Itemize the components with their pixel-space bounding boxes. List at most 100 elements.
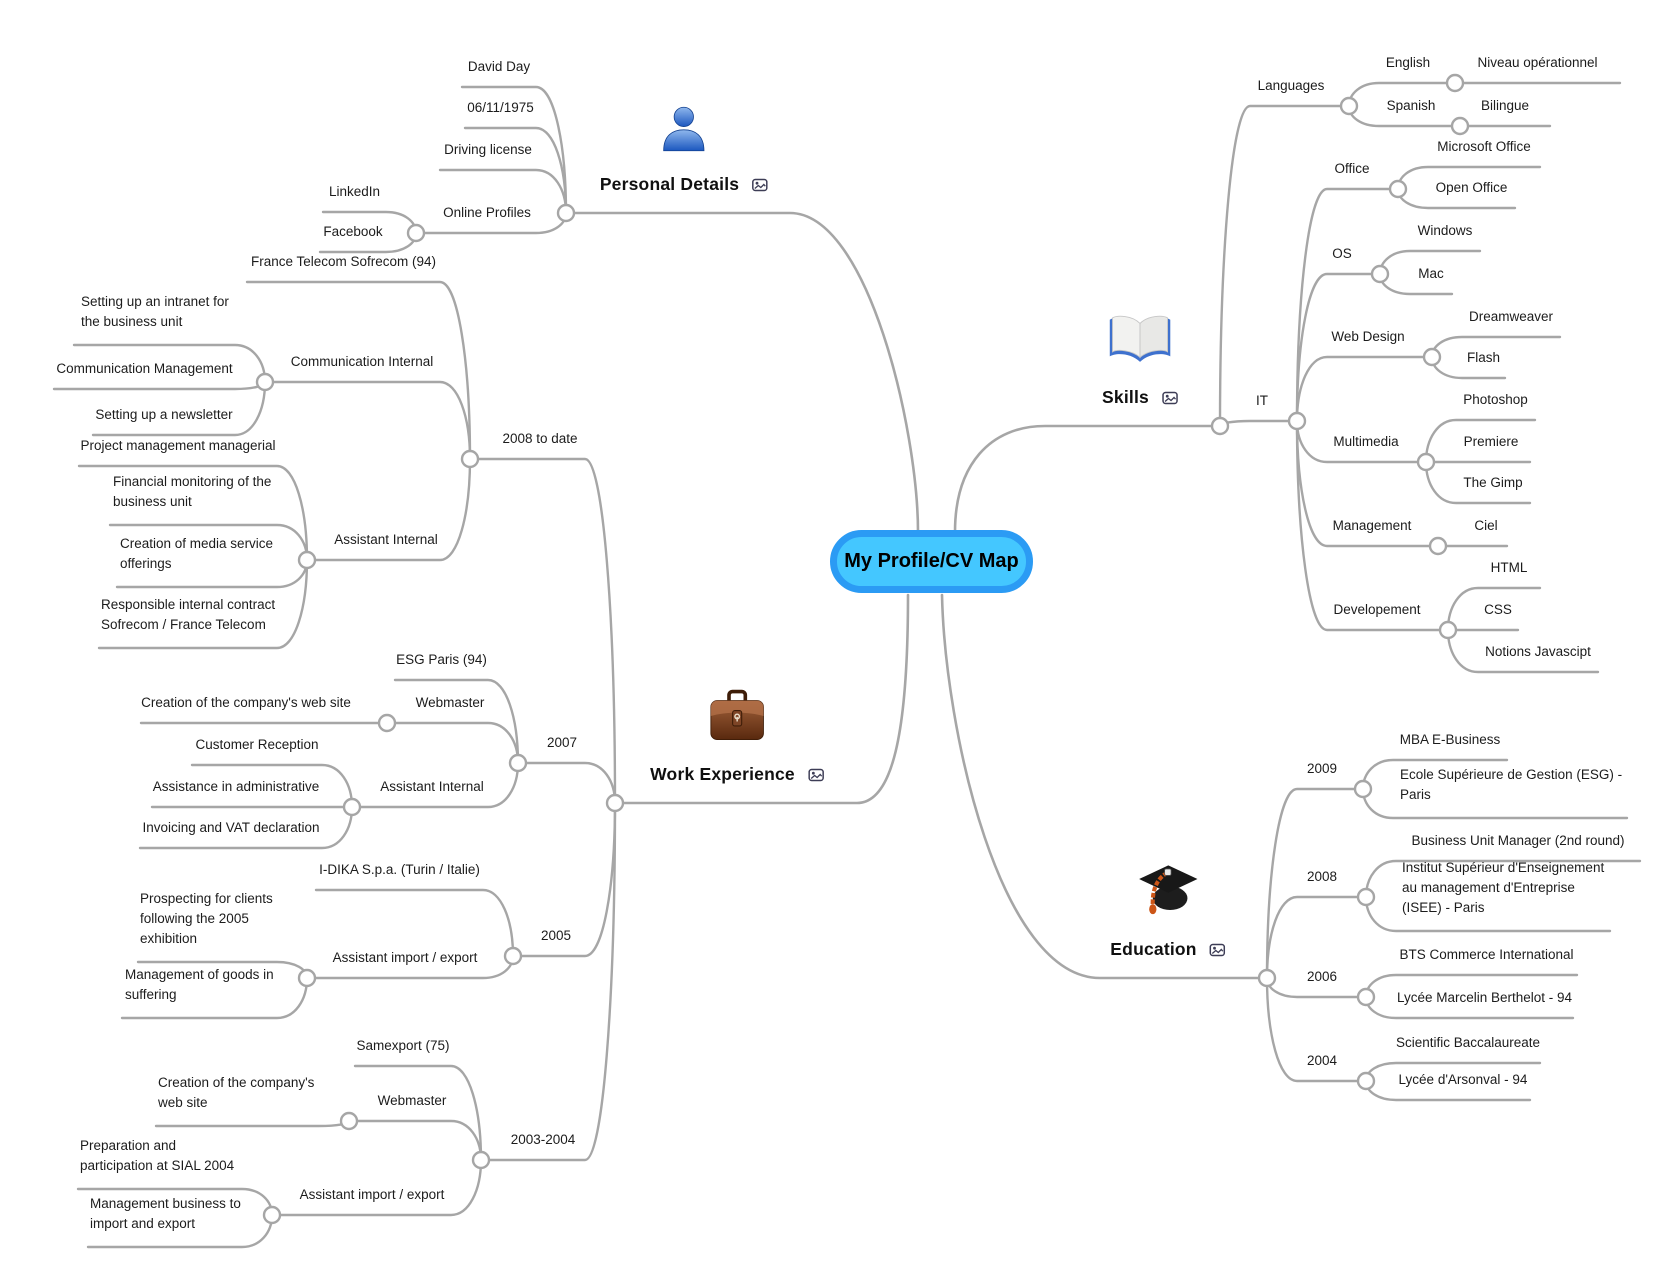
node-webmaster-2007[interactable]: Webmaster [415, 695, 485, 710]
node-assistance-admin[interactable]: Assistance in administrative [152, 779, 320, 794]
node-year-2007[interactable]: 2007 [546, 735, 578, 750]
node-os[interactable]: OS [1332, 246, 1352, 261]
junction-toggle-year-2004[interactable] [1356, 1071, 1376, 1091]
node-preparation-sial[interactable]: Preparation and participation at SIAL 20… [80, 1138, 235, 1173]
node-period-2008[interactable]: 2008 to date [502, 431, 578, 446]
node-comm-internal[interactable]: Communication Internal [290, 354, 434, 369]
node-prospecting[interactable]: Prospecting for clients following the 20… [140, 891, 273, 946]
junction-toggle-assistant-internal-2008[interactable] [297, 550, 317, 570]
node-idika[interactable]: I-DIKA S.p.a. (Turin / Italie) [319, 862, 480, 877]
branch-personal-details[interactable]: Personal Details [600, 104, 768, 195]
node-premiere[interactable]: Premiere [1463, 434, 1519, 449]
node-office[interactable]: Office [1334, 161, 1370, 176]
node-bilingue[interactable]: Bilingue [1480, 98, 1530, 113]
node-business-unit-manager[interactable]: Business Unit Manager (2nd round) [1411, 833, 1625, 848]
node-period-2003[interactable]: 2003-2004 [510, 1132, 576, 1147]
node-esg[interactable]: Ecole Supérieure de Gestion (ESG) - Pari… [1400, 767, 1623, 802]
node-developement[interactable]: Developement [1333, 602, 1421, 617]
node-linkedin[interactable]: LinkedIn [328, 184, 381, 199]
junction-toggle-webmaster-2007[interactable] [377, 713, 397, 733]
node-windows[interactable]: Windows [1417, 223, 1473, 238]
node-france-telecom[interactable]: France Telecom Sofrecom (94) [250, 254, 437, 269]
junction-toggle-languages[interactable] [1339, 96, 1359, 116]
junction-toggle-spanish[interactable] [1450, 116, 1470, 136]
junction-toggle-office[interactable] [1388, 179, 1408, 199]
junction-toggle-personal[interactable] [556, 203, 576, 223]
node-mac[interactable]: Mac [1418, 266, 1444, 281]
node-media-offerings[interactable]: Creation of media service offerings [120, 536, 274, 571]
junction-toggle-period-2003[interactable] [471, 1150, 491, 1170]
node-online-profiles[interactable]: Online Profiles [443, 205, 531, 220]
picture-badge-icon[interactable] [1162, 391, 1178, 405]
node-year-2005[interactable]: 2005 [540, 928, 572, 943]
node-year-2004[interactable]: 2004 [1306, 1053, 1338, 1068]
node-assistant-internal-2008[interactable]: Assistant Internal [334, 532, 438, 547]
junction-toggle-developement[interactable] [1438, 620, 1458, 640]
junction-toggle-it[interactable] [1287, 411, 1307, 431]
picture-badge-icon[interactable] [1209, 943, 1226, 957]
node-david-day[interactable]: David Day [467, 59, 531, 74]
node-project-mgmt[interactable]: Project management managerial [80, 438, 276, 453]
node-esg-paris[interactable]: ESG Paris (94) [396, 652, 487, 667]
junction-toggle-year-2006[interactable] [1356, 987, 1376, 1007]
node-facebook[interactable]: Facebook [323, 224, 383, 239]
node-invoicing[interactable]: Invoicing and VAT declaration [142, 820, 320, 835]
node-newsletter[interactable]: Setting up a newsletter [95, 407, 233, 422]
node-birth-date[interactable]: 06/11/1975 [467, 100, 534, 115]
junction-toggle-web-design[interactable] [1422, 347, 1442, 367]
node-it[interactable]: IT [1256, 393, 1268, 408]
node-year-2006[interactable]: 2006 [1306, 969, 1338, 984]
node-languages[interactable]: Languages [1257, 78, 1325, 93]
node-bts[interactable]: BTS Commerce International [1399, 947, 1574, 962]
node-year-2009[interactable]: 2009 [1306, 761, 1338, 776]
picture-badge-icon[interactable] [808, 768, 824, 782]
node-assistant-import-2005[interactable]: Assistant import / export [332, 950, 478, 965]
junction-toggle-webmaster-2003[interactable] [339, 1111, 359, 1131]
junction-toggle-work[interactable] [605, 793, 625, 813]
node-notions-javascript[interactable]: Notions Javascipt [1485, 644, 1591, 659]
node-assistant-internal-2007[interactable]: Assistant Internal [380, 779, 484, 794]
node-samexport[interactable]: Samexport (75) [356, 1038, 450, 1053]
node-management[interactable]: Management [1332, 518, 1412, 533]
node-multimedia[interactable]: Multimedia [1333, 434, 1399, 449]
node-web-design[interactable]: Web Design [1331, 329, 1405, 344]
junction-toggle-year-2005[interactable] [503, 946, 523, 966]
node-creation-web-2003[interactable]: Creation of the company's web site [158, 1075, 315, 1110]
junction-toggle-management[interactable] [1428, 536, 1448, 556]
node-comm-management[interactable]: Communication Management [56, 361, 233, 376]
node-year-2008[interactable]: 2008 [1306, 869, 1338, 884]
picture-badge-icon[interactable] [752, 178, 768, 192]
central-topic[interactable]: My Profile/CV Map [830, 530, 1033, 593]
node-driving-license[interactable]: Driving license [444, 142, 532, 157]
node-microsoft-office[interactable]: Microsoft Office [1437, 139, 1531, 154]
junction-toggle-year-2009[interactable] [1353, 779, 1373, 799]
node-the-gimp[interactable]: The Gimp [1463, 475, 1523, 490]
branch-work-experience[interactable]: Work Experience [650, 688, 824, 785]
node-niveau-operationnel[interactable]: Niveau opérationnel [1477, 55, 1598, 70]
junction-toggle-english[interactable] [1445, 73, 1465, 93]
branch-skills[interactable]: Skills [1102, 311, 1178, 408]
node-lycee-arsonval[interactable]: Lycée d'Arsonval - 94 [1398, 1072, 1528, 1087]
junction-toggle-education[interactable] [1257, 968, 1277, 988]
junction-toggle-multimedia[interactable] [1416, 452, 1436, 472]
node-creation-web-2007[interactable]: Creation of the company's web site [141, 695, 351, 710]
node-assistant-import-2003[interactable]: Assistant import / export [299, 1187, 445, 1202]
node-flash[interactable]: Flash [1466, 350, 1501, 365]
node-intranet[interactable]: Setting up an intranet for the business … [81, 294, 229, 329]
node-dreamweaver[interactable]: Dreamweaver [1468, 309, 1554, 324]
node-isee[interactable]: Institut Supérieur d'Enseignement au man… [1402, 860, 1605, 915]
junction-toggle-assistant-import-2003[interactable] [262, 1205, 282, 1225]
node-webmaster-2003[interactable]: Webmaster [377, 1093, 447, 1108]
junction-toggle-skills[interactable] [1210, 416, 1230, 436]
node-spanish[interactable]: Spanish [1386, 98, 1436, 113]
node-mba[interactable]: MBA E-Business [1399, 732, 1501, 747]
junction-toggle-os[interactable] [1370, 264, 1390, 284]
node-html[interactable]: HTML [1490, 560, 1528, 575]
junction-toggle-year-2007[interactable] [508, 753, 528, 773]
node-scientific-bac[interactable]: Scientific Baccalaureate [1395, 1035, 1541, 1050]
node-open-office[interactable]: Open Office [1435, 180, 1508, 195]
node-lycee-marcelin[interactable]: Lycée Marcelin Berthelot - 94 [1396, 990, 1573, 1005]
node-mgmt-business[interactable]: Management business to import and export [90, 1196, 241, 1231]
branch-education[interactable]: Education [1110, 861, 1226, 960]
